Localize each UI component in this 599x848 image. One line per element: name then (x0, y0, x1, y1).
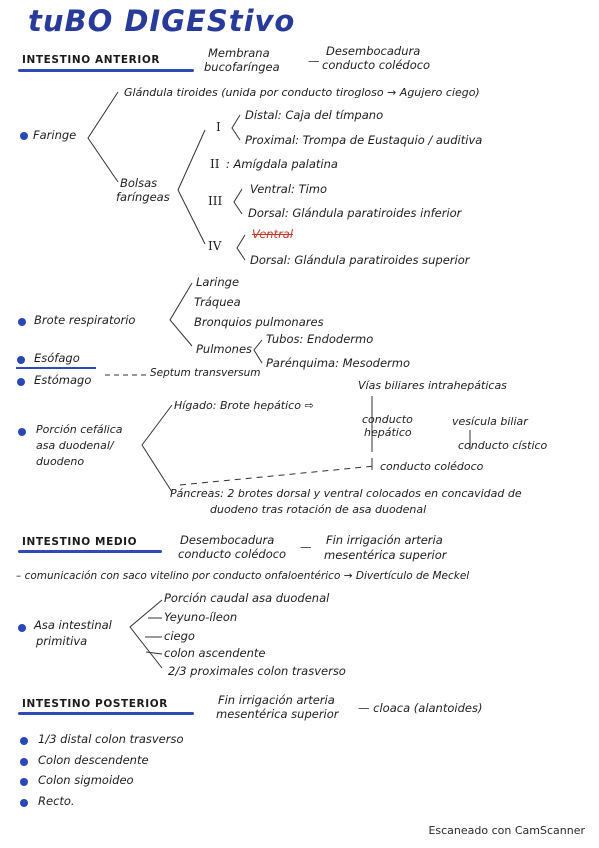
porcion-bracket (141, 404, 173, 493)
bolsa-2-numeral: II (210, 157, 220, 171)
section-medio-heading: INTESTINO MEDIO (22, 536, 138, 548)
pulmones: Pulmones (196, 342, 253, 356)
faringe-label: Faringe (33, 128, 77, 142)
asa-label-2: primitiva (36, 634, 88, 648)
pulmones-bracket (253, 339, 263, 364)
porcion-label-2: asa duodenal/ (36, 439, 114, 452)
vias-biliares: Vías biliares intrahepáticas (358, 379, 507, 392)
faringe-bracket (87, 91, 119, 183)
anterior-note-3: Desembocadura (326, 44, 421, 58)
comunicacion-saco-vitelino: – comunicación con saco vitelino por con… (16, 570, 470, 582)
septum-transversum: Septum transversum (150, 367, 261, 379)
bullet-posterior-2 (20, 758, 28, 766)
brote-label: Brote respiratorio (34, 313, 136, 327)
asa-label-1: Asa intestinal (34, 618, 112, 632)
anterior-note-4: conducto colédoco (322, 58, 431, 72)
anterior-dash: — (308, 54, 320, 68)
bullet-estomago (17, 378, 25, 386)
porcion-label-3: duodeno (36, 455, 85, 468)
asa-item-5: 2/3 proximales colon trasverso (168, 664, 346, 678)
section-medio-underline (18, 550, 162, 553)
pancreas-line-1: Páncreas: 2 brotes dorsal y ventral colo… (170, 487, 522, 500)
camscanner-watermark: Escaneado con CamScanner (428, 824, 585, 837)
pulmones-parenquima: Parénquima: Mesodermo (266, 356, 411, 370)
coledoco-dashed (179, 465, 376, 486)
anterior-note-1: Membrana (208, 46, 270, 60)
laringe: Laringe (196, 275, 240, 289)
medio-dash: — (300, 540, 312, 554)
bolsa-1-numeral: I (216, 120, 221, 134)
bolsa-4-dorsal: Dorsal: Glándula paratiroides superior (250, 253, 470, 267)
medio-note-2: conducto colédoco (178, 547, 287, 561)
bolsa-3-bracket (233, 188, 243, 215)
glandula-tiroides: Glándula tiroides (unida por conducto ti… (124, 86, 480, 99)
conducto-cistico: conducto cístico (458, 439, 548, 452)
bolsa-3-ventral: Ventral: Timo (250, 182, 328, 196)
bolsas-label-1: Bolsas (120, 176, 158, 190)
bolsa-1-distal: Distal: Caja del tímpano (245, 108, 384, 122)
section-posterior-underline (18, 712, 194, 715)
posterior-note-3: — cloaca (alantoides) (358, 701, 483, 715)
bullet-porcion (18, 428, 26, 436)
bolsa-3-numeral: III (208, 194, 223, 208)
bolsa-1-bracket (231, 114, 241, 141)
asa-item-3: ciego (164, 629, 195, 643)
bullet-asa (18, 624, 26, 632)
traquea: Tráquea (194, 295, 241, 309)
medio-note-1: Desembocadura (180, 533, 275, 547)
posterior-item-1: 1/3 distal colon trasverso (38, 732, 184, 746)
pancreas-line-2: duodeno tras rotación de asa duodenal (210, 503, 427, 516)
bolsa-4-ventral-crossed: Ventral (252, 227, 294, 241)
vesicula-biliar: vesícula biliar (452, 415, 528, 428)
asa-bracket (129, 599, 163, 669)
anterior-note-2: bucofaríngea (204, 60, 280, 74)
pulmones-tubos: Tubos: Endodermo (266, 332, 374, 346)
bullet-posterior-4 (20, 799, 28, 807)
brote-bracket (169, 282, 193, 347)
bolsa-3-dorsal: Dorsal: Glándula paratiroides inferior (248, 206, 462, 220)
bullet-brote (18, 318, 26, 326)
asa-item-1: Porción caudal asa duodenal (164, 591, 330, 605)
bullet-posterior-3 (20, 778, 28, 786)
higado: Hígado: Brote hepático ⇨ (174, 399, 314, 412)
esofago-underline (16, 367, 96, 369)
posterior-note-2: mesentérica superior (216, 707, 339, 721)
section-anterior-underline (18, 69, 194, 72)
bolsa-4-numeral: IV (208, 239, 222, 253)
posterior-item-3: Colon sigmoideo (38, 773, 134, 787)
bolsa-2-text: : Amígdala palatina (226, 157, 338, 171)
bullet-posterior-1 (20, 737, 28, 745)
conducto-hepatico-2: hepático (364, 426, 412, 439)
estomago-label: Estómago (34, 373, 92, 387)
bolsa-1-proximal: Proximal: Trompa de Eustaquio / auditiva (245, 133, 483, 147)
bolsas-bracket (177, 129, 206, 245)
asa-tick-3 (145, 651, 163, 655)
asa-item-2: Yeyuno-íleon (164, 610, 238, 624)
page-title: tuBO DIGEStivo (28, 4, 296, 38)
bullet-esofago (17, 356, 25, 364)
medio-note-3: Fin irrigación arteria (326, 533, 443, 547)
medio-note-4: mesentérica superior (324, 548, 447, 562)
bolsas-label-2: faríngeas (116, 190, 170, 204)
posterior-item-2: Colon descendente (38, 753, 149, 767)
porcion-label-1: Porción cefálica (36, 423, 123, 436)
posterior-item-4: Recto. (38, 794, 75, 808)
conducto-coledoco: conducto colédoco (380, 460, 484, 473)
bullet-faringe (20, 132, 28, 140)
bronquios: Bronquios pulmonares (194, 315, 324, 329)
conducto-hepatico-1: conducto (362, 413, 413, 426)
section-anterior-heading: INTESTINO ANTERIOR (22, 54, 161, 66)
section-posterior-heading: INTESTINO POSTERIOR (22, 698, 168, 710)
posterior-note-1: Fin irrigación arteria (218, 693, 335, 707)
asa-item-4: colon ascendente (164, 646, 266, 660)
esofago-label: Esófago (34, 351, 80, 365)
bolsa-4-bracket (236, 234, 246, 261)
